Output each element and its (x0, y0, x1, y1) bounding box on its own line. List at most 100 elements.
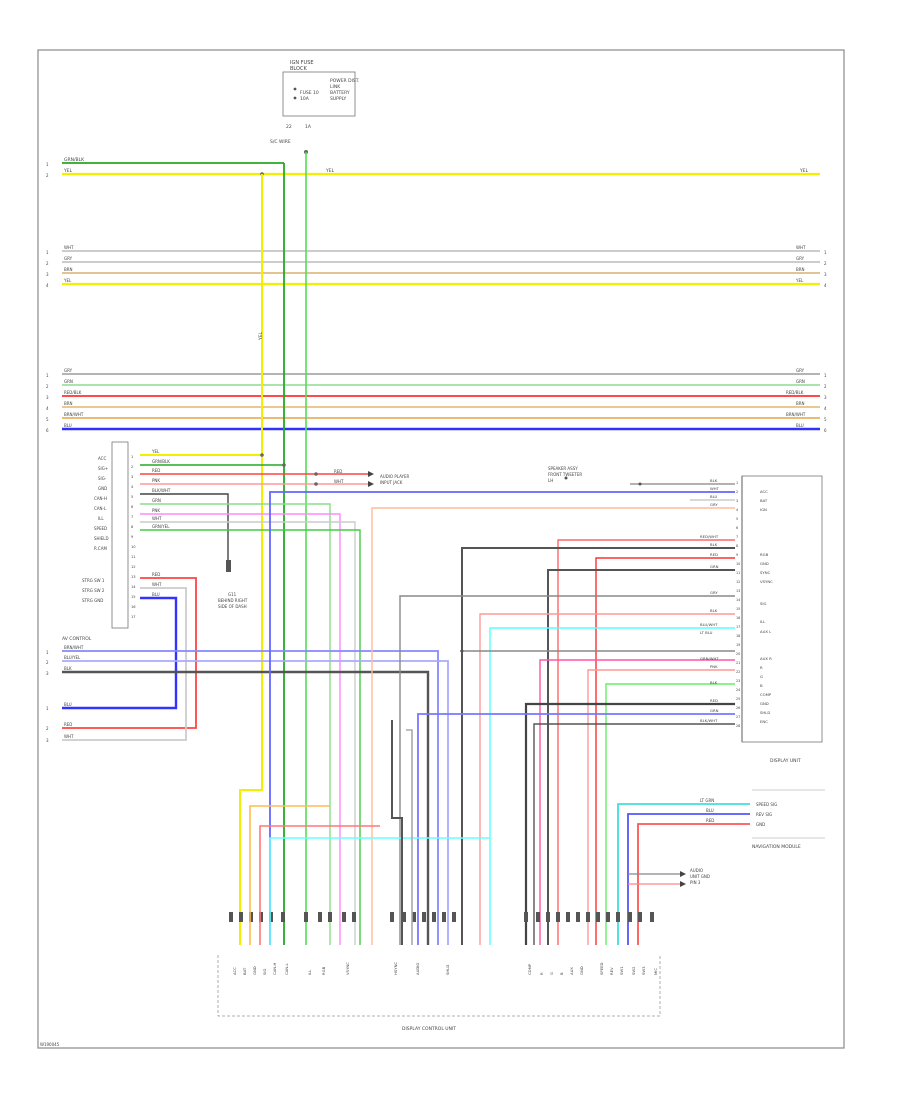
svg-text:1: 1 (46, 162, 49, 167)
svg-text:ACC: ACC (232, 967, 237, 975)
svg-text:SIG-: SIG- (98, 476, 107, 481)
svg-text:GND: GND (98, 486, 107, 491)
svg-text:RED: RED (334, 469, 342, 474)
svg-text:22: 22 (736, 670, 740, 674)
svg-text:BLK: BLK (64, 666, 72, 671)
svg-text:RED: RED (710, 552, 718, 557)
splice-label: S/C WIRE (270, 139, 291, 145)
svg-text:1: 1 (131, 455, 133, 459)
svg-text:IGN: IGN (760, 507, 767, 512)
svg-text:MIC: MIC (653, 968, 658, 975)
svg-text:WHT: WHT (710, 486, 720, 491)
svg-text:YEL: YEL (325, 168, 335, 174)
svg-text:WHT: WHT (796, 245, 806, 250)
svg-text:SIG: SIG (760, 601, 767, 606)
svg-text:BRN/WHT: BRN/WHT (786, 412, 806, 417)
bottom-unit-name: DISPLAY CONTROL UNIT (402, 1026, 456, 1032)
svg-text:2: 2 (824, 384, 827, 389)
svg-text:COMP: COMP (760, 692, 772, 697)
svg-text:UNIT GND: UNIT GND (690, 874, 710, 879)
svg-text:SIG+: SIG+ (98, 466, 108, 471)
svg-text:25: 25 (736, 697, 740, 701)
svg-text:5: 5 (46, 417, 49, 422)
svg-text:AUX R: AUX R (760, 656, 772, 661)
svg-text:GRN: GRN (710, 708, 719, 713)
svg-text:RED: RED (710, 698, 718, 703)
svg-text:GRN: GRN (796, 379, 805, 384)
svg-text:REV: REV (609, 967, 614, 975)
svg-text:GRN: GRN (710, 564, 719, 569)
svg-text:REV SIG: REV SIG (756, 812, 772, 817)
svg-text:13: 13 (131, 575, 136, 579)
bus-label-yel: YEL (63, 168, 73, 174)
svg-text:1: 1 (46, 373, 49, 378)
svg-text:2: 2 (824, 261, 827, 266)
svg-text:26: 26 (736, 706, 740, 710)
svg-text:GND: GND (760, 701, 769, 706)
svg-text:HSYNC: HSYNC (393, 962, 398, 975)
svg-text:BRN: BRN (64, 267, 73, 272)
svg-text:PNK: PNK (710, 664, 718, 669)
svg-text:SHIELD: SHIELD (94, 536, 109, 541)
right-wire-labels: BLK WHT BLU GRY RED/WHT BLK RED GRN GRY … (548, 466, 720, 723)
svg-text:BLK/WHT: BLK/WHT (700, 718, 718, 723)
svg-text:BLU: BLU (796, 423, 804, 428)
svg-text:SHLD: SHLD (445, 965, 450, 975)
svg-text:SW3: SW3 (641, 966, 646, 975)
svg-text:LT GRN: LT GRN (700, 798, 714, 803)
svg-text:2: 2 (46, 660, 49, 665)
svg-text:13: 13 (736, 589, 740, 593)
svg-text:3: 3 (46, 272, 49, 277)
svg-text:GRN/BLK: GRN/BLK (152, 459, 170, 464)
svg-text:GND: GND (756, 822, 765, 827)
svg-text:YEL: YEL (795, 278, 804, 283)
nav-module-name: NAVIGATION MODULE (752, 844, 801, 850)
svg-text:17: 17 (736, 625, 740, 629)
svg-text:AUDIO: AUDIO (690, 868, 703, 873)
svg-text:ENC: ENC (760, 719, 768, 724)
nav-module: SPEED SIG REV SIG GND NAVIGATION MODULE (752, 789, 825, 850)
svg-text:YEL: YEL (63, 278, 72, 283)
svg-text:17: 17 (131, 615, 136, 619)
svg-text:SPEAKER ASSY: SPEAKER ASSY (548, 466, 578, 471)
svg-text:1: 1 (46, 650, 49, 655)
top-bus-group: GRN/BLK YEL YEL YEL 1 2 (46, 157, 820, 178)
mid-bus-group-2 (62, 373, 820, 431)
svg-text:GND: GND (252, 966, 257, 975)
svg-text:BLK: BLK (710, 680, 718, 685)
svg-text:SW1: SW1 (619, 966, 624, 975)
svg-text:27: 27 (736, 715, 740, 719)
svg-text:28: 28 (736, 724, 740, 728)
svg-text:RED/BLK: RED/BLK (64, 390, 82, 395)
svg-text:RED: RED (152, 468, 160, 473)
left-connector: AV CONTROL ACC SIG+ SIG- GND CAN-H CAN-L… (62, 441, 136, 642)
bottom-unit: DISPLAY CONTROL UNIT ACC BAT GND SIG CAN… (217, 912, 661, 1032)
svg-text:BLU: BLU (152, 592, 160, 597)
svg-text:CAN-L: CAN-L (94, 506, 107, 511)
svg-text:YEL: YEL (799, 168, 809, 174)
svg-text:CAN-H: CAN-H (272, 963, 277, 975)
outer-frame (37, 49, 845, 1049)
svg-text:2: 2 (46, 261, 49, 266)
vertical-trunk: YEL (239, 152, 307, 945)
fuse-header-2: BLOCK (290, 66, 307, 72)
svg-text:BEHIND RIGHT: BEHIND RIGHT (218, 598, 248, 603)
svg-text:R: R (539, 972, 544, 975)
svg-text:3: 3 (46, 671, 49, 676)
svg-text:GRN/YEL: GRN/YEL (152, 524, 170, 529)
svg-text:1: 1 (46, 706, 49, 711)
svg-text:3: 3 (824, 395, 827, 400)
svg-text:3: 3 (46, 738, 49, 743)
svg-text:BLK: BLK (710, 542, 718, 547)
svg-text:2: 2 (736, 490, 738, 494)
svg-text:SIDE OF DASH: SIDE OF DASH (218, 604, 247, 609)
svg-text:VSYNC: VSYNC (760, 579, 773, 584)
svg-text:20: 20 (736, 652, 740, 656)
svg-text:COMP: COMP (527, 963, 532, 975)
svg-text:BLU: BLU (64, 423, 72, 428)
svg-text:9: 9 (736, 553, 738, 557)
svg-text:GRY: GRY (710, 502, 718, 507)
footer-code: W190045 (40, 1042, 60, 1047)
